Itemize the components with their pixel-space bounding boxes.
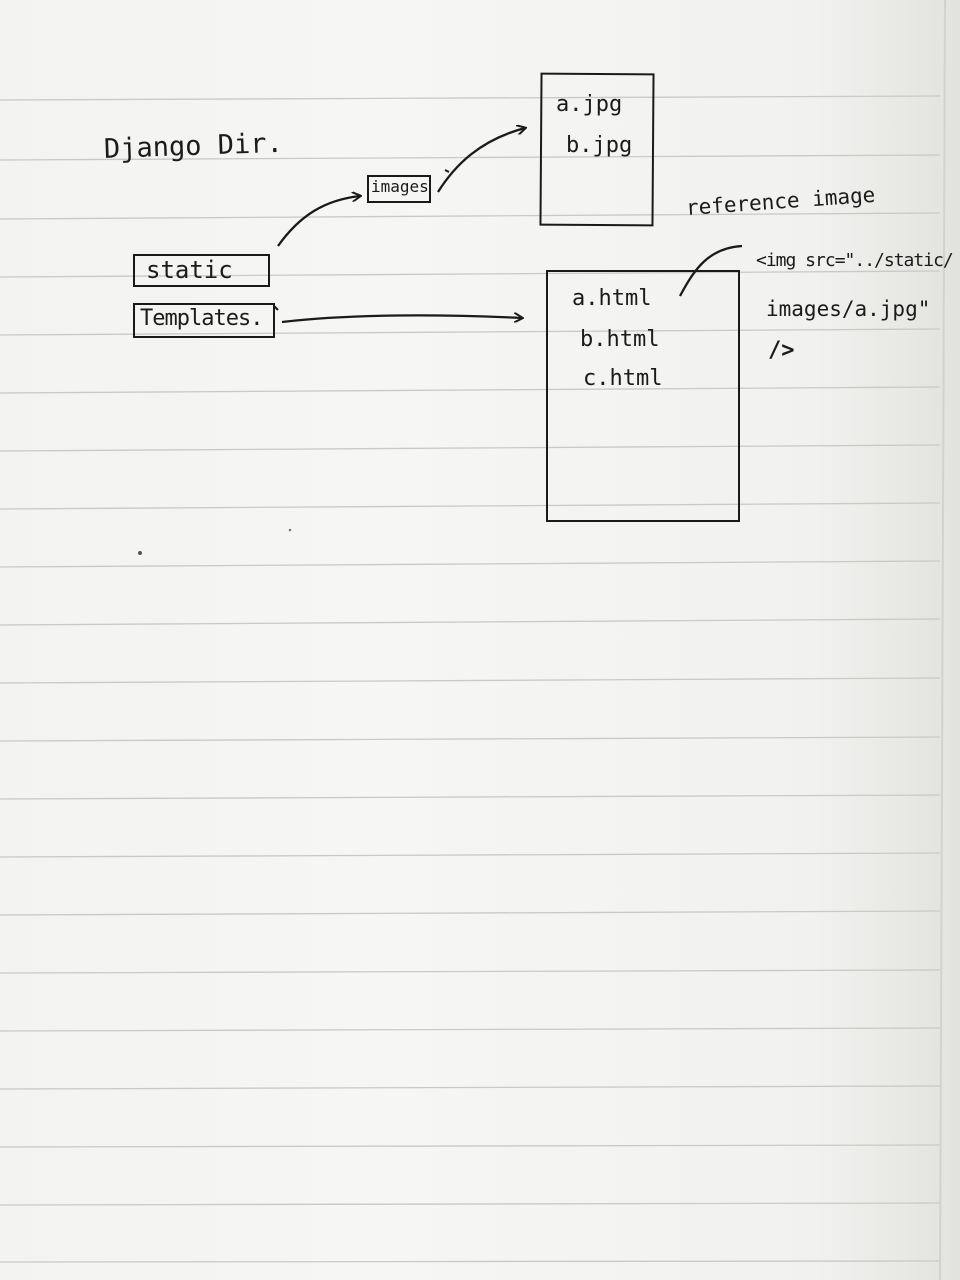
- templates-folder-label: Templates.: [140, 306, 263, 331]
- arrow-templates-to-html-box: [281, 315, 522, 324]
- images-folder-label: images: [371, 177, 429, 196]
- static-folder-box: [133, 254, 270, 287]
- static-folder-label: static: [146, 256, 233, 284]
- file-a-jpg: a.jpg: [556, 92, 623, 117]
- file-b-html: b.html: [580, 327, 660, 352]
- img-tag-line-3: />: [768, 338, 795, 363]
- images-folder-box: [367, 175, 431, 203]
- arrow-images-to-jpg-box: [437, 128, 525, 193]
- file-c-html: c.html: [583, 366, 663, 391]
- arrow-static-to-images: [277, 196, 360, 247]
- templates-folder-box: [133, 303, 275, 338]
- file-a-html: a.html: [572, 286, 652, 311]
- file-b-jpg: b.jpg: [566, 133, 633, 158]
- img-tag-line-1: <img src="../static/: [756, 250, 954, 271]
- page-title: Django Dir.: [103, 127, 284, 165]
- img-tag-line-2: images/a.jpg": [766, 297, 931, 321]
- arrow-reference-image: [678, 244, 743, 297]
- templates-contents-box: [546, 270, 740, 522]
